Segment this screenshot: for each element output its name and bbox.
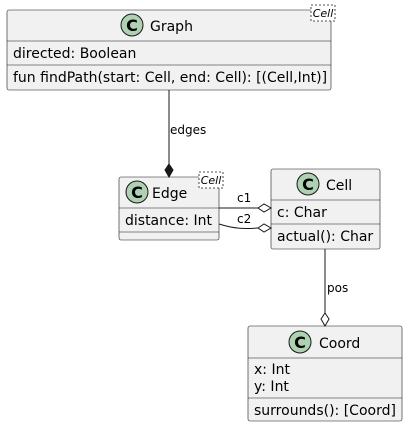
class-graph-circle-icon — [120, 13, 144, 37]
class-edge-generic-box — [198, 171, 224, 189]
class-coord-field-y: y: Int — [254, 379, 289, 395]
class-coord-circle-icon — [288, 330, 312, 354]
aggregation-diamond-icon — [320, 312, 330, 328]
class-graph-generic-box — [310, 4, 336, 22]
class-edge-field: distance: Int — [125, 213, 212, 229]
class-edge-circle-icon — [125, 180, 149, 204]
relation-c2[interactable]: c2 — [218, 212, 273, 233]
aggregation-diamond-icon — [257, 223, 273, 233]
composition-diamond-icon — [164, 163, 174, 179]
class-graph-method: fun findPath(start: Cell, end: Cell): [(… — [13, 70, 327, 86]
class-cell-circle-letter: C — [302, 175, 314, 194]
class-cell-field: c: Char — [277, 205, 327, 221]
relation-edges[interactable]: edges — [164, 90, 206, 179]
relation-c2-line — [218, 223, 259, 229]
relation-pos[interactable]: pos — [320, 249, 348, 328]
class-edge-circle-letter: C — [131, 183, 143, 202]
class-cell[interactable]: C Cell c: Char actual(): Char — [270, 168, 381, 250]
class-cell-name: Cell — [326, 178, 352, 194]
class-edge-name: Edge — [152, 186, 187, 202]
relation-pos-label: pos — [327, 281, 348, 295]
class-coord[interactable]: C Coord x: Int y: Int surrounds(): [Coor… — [247, 325, 403, 422]
class-cell-circle-icon — [296, 172, 320, 196]
class-graph-name: Graph — [150, 19, 193, 35]
class-coord-field-x: x: Int — [254, 362, 290, 378]
relation-c1-label: c1 — [237, 191, 251, 205]
class-graph-generic: Cell — [313, 7, 334, 20]
aggregation-diamond-icon — [257, 203, 273, 213]
class-graph-field: directed: Boolean — [13, 46, 136, 62]
class-cell-method: actual(): Char — [277, 229, 373, 245]
class-edge[interactable]: C Edge Cell distance: Int — [118, 171, 224, 241]
class-graph[interactable]: C Graph Cell directed: Boolean fun findP… — [6, 4, 336, 91]
class-coord-name: Coord — [319, 336, 360, 352]
relation-c1[interactable]: c1 — [219, 191, 273, 213]
class-coord-method: surrounds(): [Coord] — [254, 403, 396, 419]
class-coord-circle-letter: C — [294, 333, 306, 352]
relation-c2-label: c2 — [237, 212, 251, 226]
class-edge-generic: Cell — [201, 174, 222, 187]
class-graph-circle-letter: C — [126, 16, 138, 35]
relation-edges-label: edges — [170, 123, 206, 137]
